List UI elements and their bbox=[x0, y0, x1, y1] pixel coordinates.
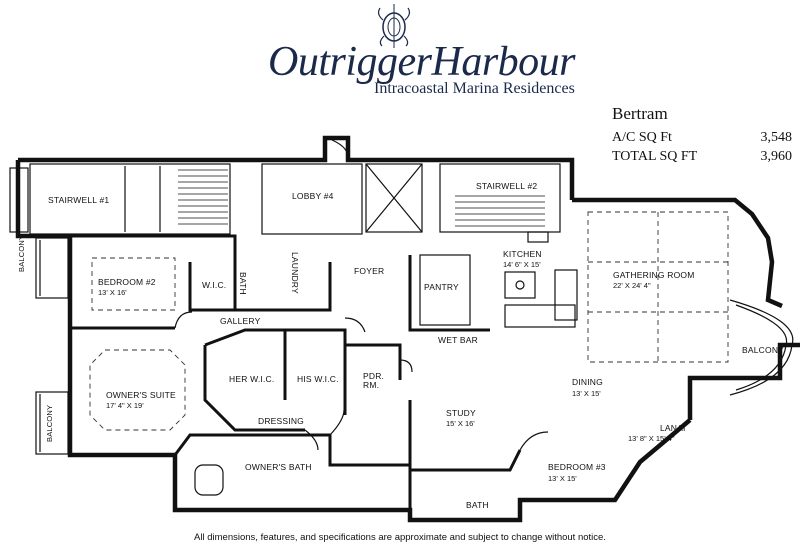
owners-suite-ceiling bbox=[89, 349, 186, 431]
balcony-right bbox=[729, 299, 794, 396]
label-stairwell-2: STAIRWELL #2 bbox=[476, 181, 537, 191]
label-pantry: PANTRY bbox=[424, 282, 459, 292]
label-bath-bottom: BATH bbox=[466, 500, 489, 510]
label-kitchen: KITCHEN bbox=[503, 249, 542, 259]
label-wet-bar: WET BAR bbox=[438, 335, 478, 345]
label-foyer: FOYER bbox=[354, 266, 384, 276]
dim-kitchen: 14' 6" X 15' bbox=[503, 260, 541, 269]
lobby-4 bbox=[261, 139, 423, 235]
brand-title: OutriggerHarbour bbox=[268, 39, 576, 85]
dim-lanai: 13' 8" X 15' 4" bbox=[628, 434, 675, 443]
dim-owners-suite: 17' 4" X 19' bbox=[106, 401, 144, 410]
model-info: Bertram A/C SQ Ft 3,548 TOTAL SQ FT 3,96… bbox=[612, 104, 792, 166]
bedroom2-ceiling bbox=[91, 257, 176, 311]
label-owners-bath: OWNER'S BATH bbox=[245, 462, 312, 472]
door-swings bbox=[174, 311, 549, 451]
owners-bath-tub bbox=[194, 464, 224, 496]
label-lanai: LANAI bbox=[660, 423, 686, 433]
model-row-value: 3,548 bbox=[760, 130, 793, 145]
kitchen-island bbox=[419, 231, 578, 328]
label-wic: W.I.C. bbox=[202, 280, 226, 290]
gathering-room-ceiling bbox=[587, 211, 729, 363]
label-pdr: PDR. bbox=[363, 371, 384, 381]
label-balcony-right: BALCONY bbox=[742, 345, 784, 355]
model-row-label: A/C SQ Ft bbox=[612, 130, 672, 145]
label-study: STUDY bbox=[446, 408, 476, 418]
label-bath-small: BATH bbox=[238, 272, 248, 295]
interior-walls bbox=[70, 234, 522, 510]
exterior-walls bbox=[15, 135, 800, 523]
label-gathering-room: GATHERING ROOM bbox=[613, 270, 695, 280]
label-dining: DINING bbox=[572, 377, 603, 387]
label-balcony-left-top: BALCONY bbox=[17, 235, 26, 272]
disclaimer: All dimensions, features, and specificat… bbox=[194, 532, 606, 543]
dim-dining: 13' X 15' bbox=[572, 389, 601, 398]
label-balcony-left-bottom: BALCONY bbox=[45, 405, 54, 442]
stairwell-1 bbox=[9, 163, 231, 235]
brand-subtitle: Intracoastal Marina Residences bbox=[374, 80, 575, 97]
label-her-wic: HER W.I.C. bbox=[229, 374, 274, 384]
label-bedroom-3: BEDROOM #3 bbox=[548, 462, 606, 472]
balcony-left-bottom bbox=[35, 391, 69, 455]
label-owners-suite: OWNER'S SUITE bbox=[106, 390, 176, 400]
dim-bedroom-3: 13' X 15' bbox=[548, 474, 577, 483]
label-lobby-4: LOBBY #4 bbox=[292, 191, 334, 201]
turtle-logo-icon bbox=[377, 4, 411, 48]
balcony-left-top bbox=[35, 237, 69, 299]
dim-study: 15' X 16' bbox=[446, 419, 475, 428]
model-row-total: TOTAL SQ FT 3,960 bbox=[612, 147, 792, 166]
dim-bedroom-2: 13' X 16' bbox=[98, 288, 127, 297]
model-row-ac: A/C SQ Ft 3,548 bbox=[612, 128, 792, 147]
label-rm: RM. bbox=[363, 380, 379, 390]
label-stairwell-1: STAIRWELL #1 bbox=[48, 195, 109, 205]
label-his-wic: HIS W.I.C. bbox=[297, 374, 339, 384]
label-laundry: LAUNDRY bbox=[290, 252, 300, 294]
stairwell-2 bbox=[439, 163, 561, 233]
label-gallery: GALLERY bbox=[220, 316, 261, 326]
label-bedroom-2: BEDROOM #2 bbox=[98, 277, 156, 287]
dim-gathering-room: 22' X 24' 4" bbox=[613, 281, 651, 290]
label-dressing: DRESSING bbox=[258, 416, 304, 426]
model-name: Bertram bbox=[612, 104, 668, 123]
model-row-value: 3,960 bbox=[760, 149, 793, 164]
header: OutriggerHarbour Intracoastal Marina Res… bbox=[0, 0, 800, 110]
model-row-label: TOTAL SQ FT bbox=[612, 149, 698, 164]
